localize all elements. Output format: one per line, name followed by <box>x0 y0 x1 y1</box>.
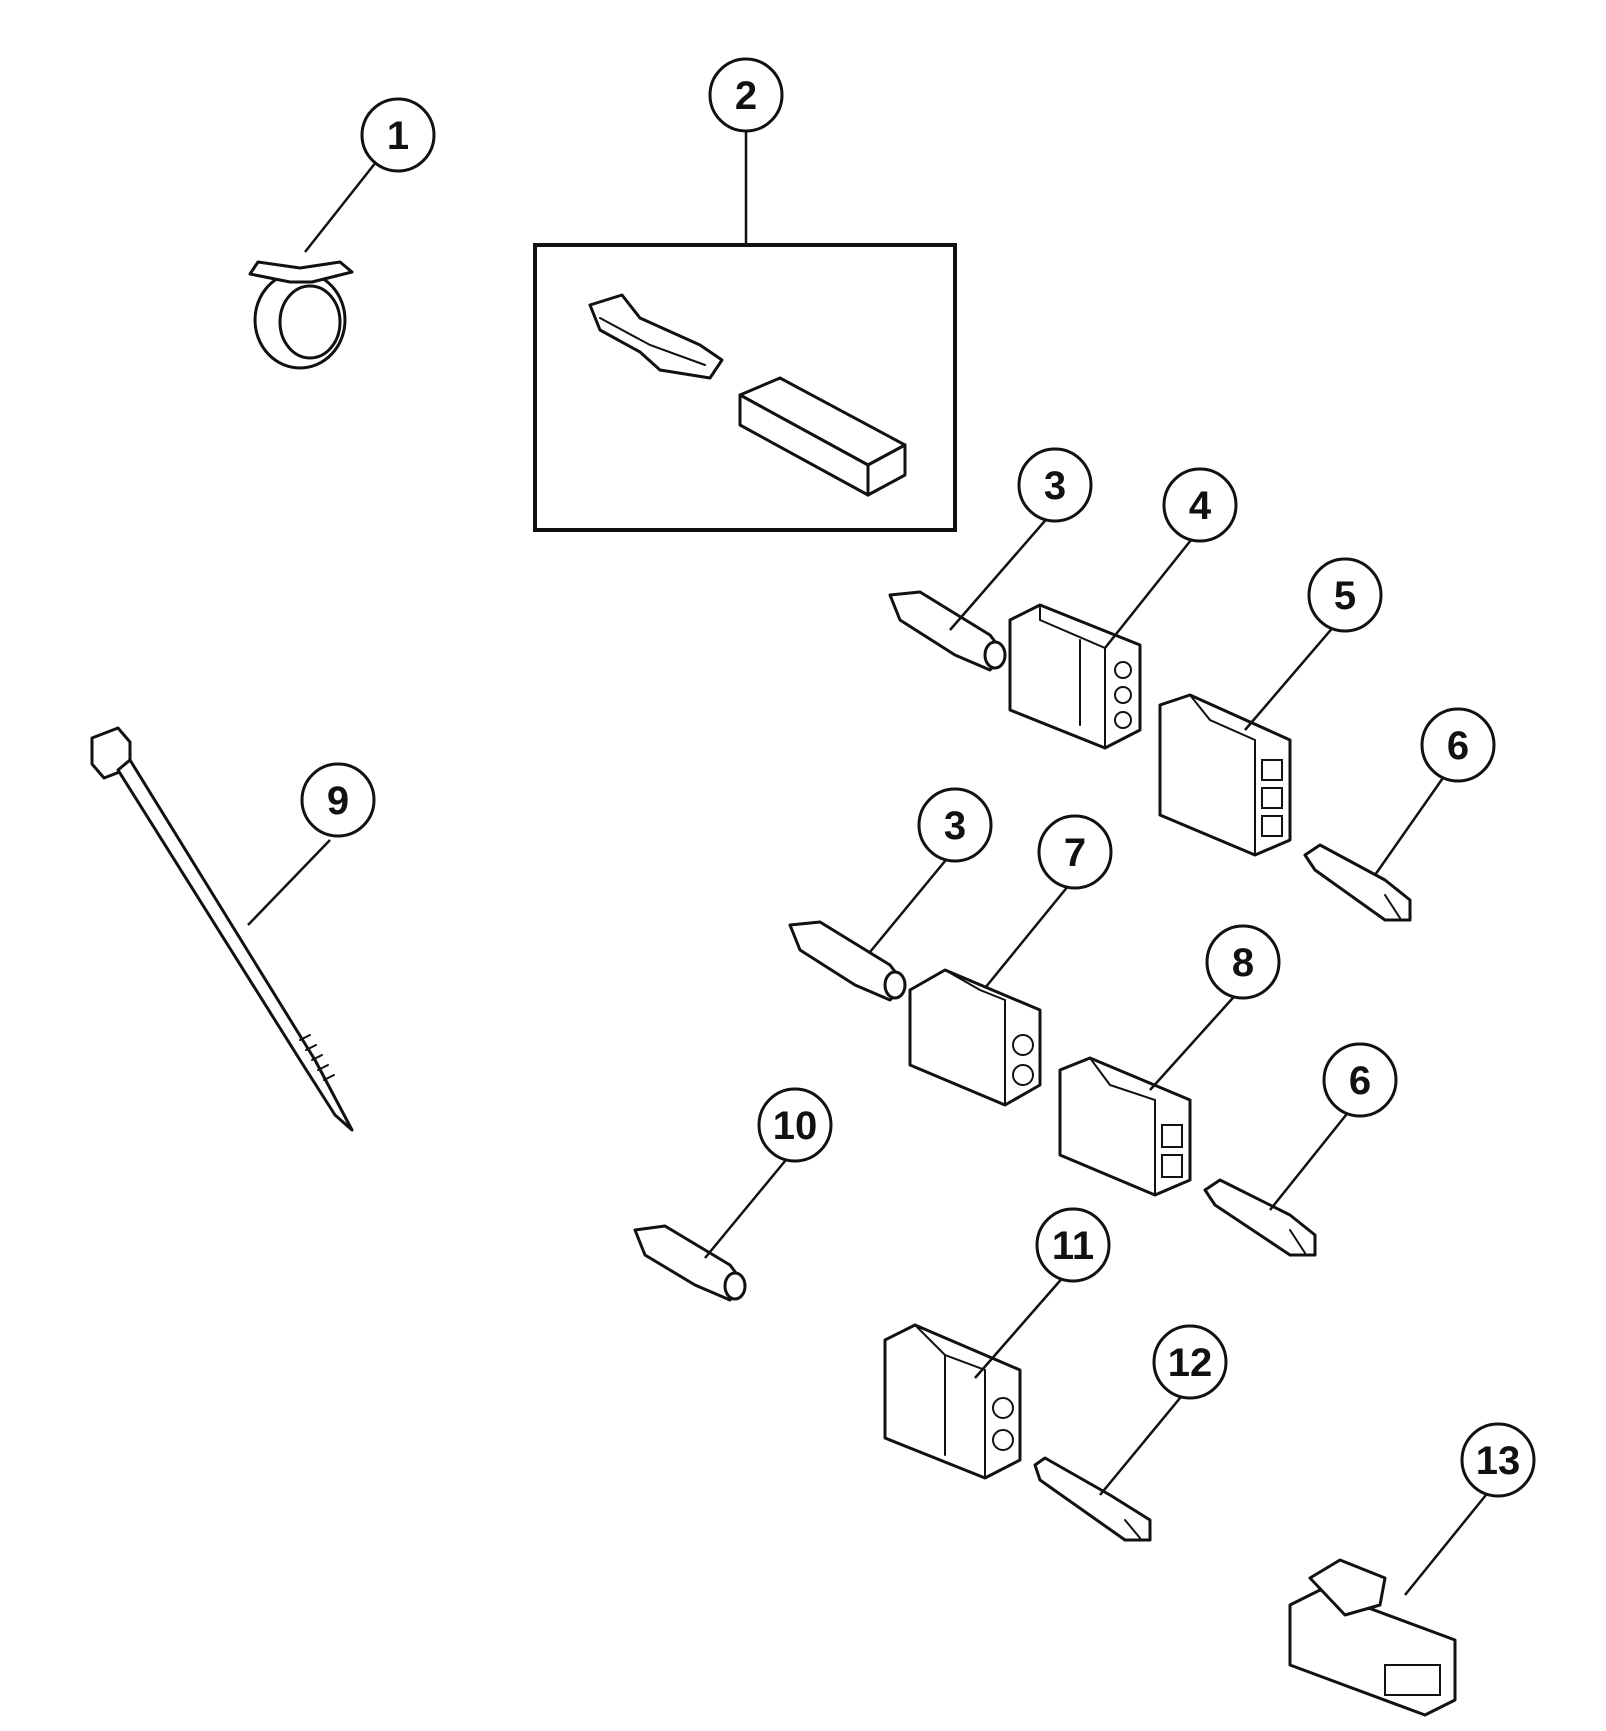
callout-6-upper: 6 <box>1420 707 1496 783</box>
callout-label: 12 <box>1168 1341 1213 1385</box>
callout-3-lower: 3 <box>917 787 993 863</box>
callout-label: 13 <box>1476 1439 1521 1483</box>
callout-label: 1 <box>387 114 409 158</box>
callout-label: 2 <box>735 74 757 118</box>
callout-7: 7 <box>1037 814 1113 890</box>
part-6-terminal-upper <box>1303 843 1412 922</box>
part-7-housing <box>908 968 1042 1107</box>
callout-label: 5 <box>1334 574 1356 618</box>
callout-label: 6 <box>1447 724 1469 768</box>
callout-9: 9 <box>300 762 376 838</box>
callout-12: 12 <box>1152 1324 1228 1400</box>
callout-2: 2 <box>708 57 784 133</box>
part-8-housing <box>1058 1056 1192 1197</box>
callout-label: 6 <box>1349 1059 1371 1103</box>
callout-8: 8 <box>1205 924 1281 1000</box>
part-5-housing <box>1158 693 1292 857</box>
callout-10: 10 <box>757 1087 833 1163</box>
part-2-kit-frame <box>533 243 957 532</box>
part-2-terminal <box>588 293 724 380</box>
part-1-hose-clamp <box>248 260 354 370</box>
callout-label: 3 <box>944 804 966 848</box>
callout-label: 10 <box>773 1104 818 1148</box>
part-10-terminal <box>633 1224 747 1302</box>
part-2-insulator <box>738 376 907 497</box>
part-3-terminal-lower <box>788 920 907 1002</box>
part-12-pin-terminal <box>1033 1456 1152 1542</box>
callout-label: 9 <box>327 779 349 823</box>
callout-3-upper: 3 <box>1017 447 1093 523</box>
callout-1: 1 <box>360 97 436 173</box>
part-6-terminal-lower <box>1203 1178 1317 1257</box>
part-13-connector <box>1288 1558 1457 1717</box>
part-3-terminal-upper <box>888 590 1007 672</box>
callout-11: 11 <box>1035 1207 1111 1283</box>
callout-6-lower: 6 <box>1322 1042 1398 1118</box>
part-4-housing <box>1008 603 1142 750</box>
part-9-cable-tie <box>90 726 354 1132</box>
leader-lines <box>247 125 1491 1596</box>
callout-13: 13 <box>1460 1422 1536 1498</box>
callout-label: 7 <box>1064 831 1086 875</box>
callout-5: 5 <box>1307 557 1383 633</box>
callout-label: 4 <box>1189 484 1212 528</box>
callout-label: 3 <box>1044 464 1066 508</box>
callout-label: 11 <box>1052 1224 1094 1268</box>
callout-label: 8 <box>1232 941 1254 985</box>
callout-4: 4 <box>1162 467 1238 543</box>
